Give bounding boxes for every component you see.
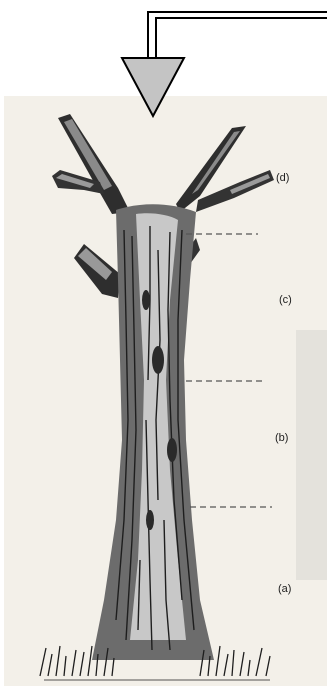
connector-line xyxy=(148,12,327,58)
page-edge-shadow xyxy=(296,330,327,580)
label-b: (b) xyxy=(275,432,288,444)
label-a: (a) xyxy=(278,583,291,595)
label-d: (d) xyxy=(276,172,289,184)
label-c: (c) xyxy=(279,294,292,306)
